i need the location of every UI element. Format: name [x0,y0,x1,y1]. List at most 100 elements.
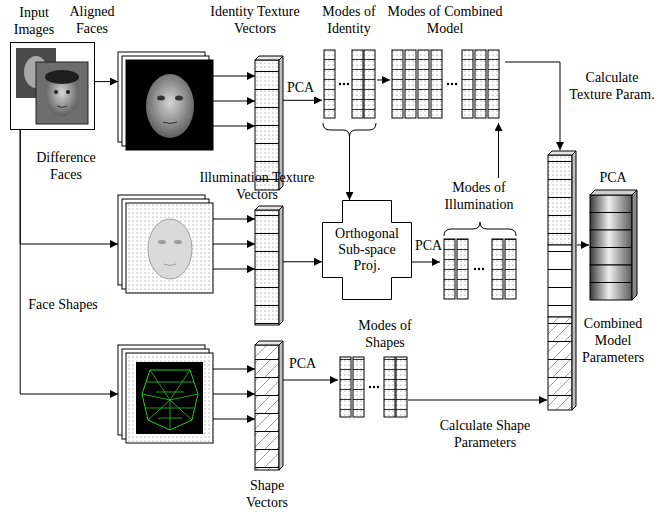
edge-label: PCA [288,356,317,373]
shape-modes [340,357,407,417]
combined-modes-part [405,50,416,118]
combined-parameter-vector-part [590,230,632,248]
illumination-modes-part [482,268,484,270]
identity-modes-part [347,83,349,85]
cross-outline-shape [323,201,412,300]
shape-vector [255,341,283,470]
input-photos-part [57,106,67,108]
combined-modes-part [455,83,457,85]
identity-modes-part [339,83,341,85]
shape-vector: Shape Vectors [255,345,283,470]
combined-parameter-vector-part [590,248,632,266]
node-heading: Difference Faces [26,150,106,184]
combined-modes-part [392,50,403,118]
identity-modes-part [364,50,375,118]
illumination-modes-part [478,268,480,270]
illumination-modes-part [492,239,503,299]
texture-vector: Illumination Texture Vectors [255,210,283,325]
node-heading: Modes of Identity [316,4,382,38]
mode-set: Modes of Illumination [440,178,518,300]
input-photos-part [45,70,79,84]
face-stack: Face Shapes [118,345,213,443]
connector [412,262,440,263]
combined-modes-part [475,50,486,118]
illumination-modes [444,222,516,299]
node-heading: Combined Model Parameters [573,316,653,366]
connector-line [20,130,118,394]
annotation-label: PCA [592,170,634,187]
annotation-label: Calculate Texture Param. [568,70,656,104]
connector [283,100,322,101]
connector-line [213,369,255,370]
connector-line [20,130,118,244]
identity-modes-part [343,83,345,85]
node-heading: Input Images [3,5,65,39]
aligned-face-stack [118,52,213,150]
illumination-modes-part [444,222,516,236]
shape-modes-part [369,386,371,388]
combined-modes [392,50,499,118]
difference-face-stack [118,195,213,293]
connector-line [213,394,255,395]
combined-modes-part [462,50,473,118]
identity-modes-part [323,123,376,137]
illumination-modes-part [505,239,516,299]
face-shape-stack [118,345,213,443]
connector-line [213,101,255,102]
process-label: Orthogonal Sub-space Proj. [324,226,410,274]
connector [349,137,350,200]
shape-vector-part [255,341,283,345]
difference-face-stack-part [148,219,192,279]
combined-parameter-vector-part [590,195,632,213]
parameter-arrows-part [408,400,547,401]
shape-vector-part [279,341,283,470]
connector-line [349,137,350,200]
input-images-box: Input Images [10,42,95,130]
parameter-vector: Combined Model Parameters [590,190,637,300]
combined-parameter-vector [590,190,637,300]
input-photos-part [36,62,88,124]
shape-modes-part [340,357,351,417]
connector [20,130,118,244]
identity-modes-part [352,50,363,118]
difference-face-stack-part [174,240,182,244]
identity-texture-vector-part [279,56,283,190]
face-stack: Aligned Faces [118,52,213,150]
node-heading: Modes of Illumination [440,180,518,214]
illumination-modes-part [457,239,468,299]
parameter-vector-part [548,155,572,245]
difference-face-stack-part [158,240,166,244]
node-heading: Face Shapes [28,297,98,314]
identity-modes [323,50,376,137]
combined-modes-part [431,50,442,118]
combined-parameter-vector-part [632,190,637,300]
face-shape-stack-part [142,370,198,430]
connector-line [283,100,322,101]
combined-parameter-vector-part [590,283,632,301]
aligned-face-stack-part [157,96,165,101]
illumination-texture-vector [255,206,283,325]
aligned-face-stack-part [126,60,213,150]
identity-modes-part [324,50,335,118]
identity-texture-vector [255,56,283,190]
combined-modes-part [418,50,429,118]
face-shape-stack-part [126,353,213,443]
connector [95,81,118,82]
connector-line [213,419,255,420]
node-heading: Aligned Faces [62,4,122,38]
connector [377,79,390,80]
connector-line [213,126,255,127]
connector-line [213,244,255,245]
connector-line [498,123,499,178]
mode-set: Modes of Shapes [338,355,408,420]
illumination-modes-part [444,239,455,299]
node-heading: Modes of Combined Model [384,4,506,38]
edge-label: PCA [414,238,443,255]
aligned-face-stack-part [175,96,183,101]
connector-line [213,76,255,77]
difference-face-stack-part [164,264,176,266]
difference-face-stack-part [126,203,213,293]
node-heading: Illumination Texture Vectors [196,170,318,204]
parameter-vector-part [548,245,572,317]
